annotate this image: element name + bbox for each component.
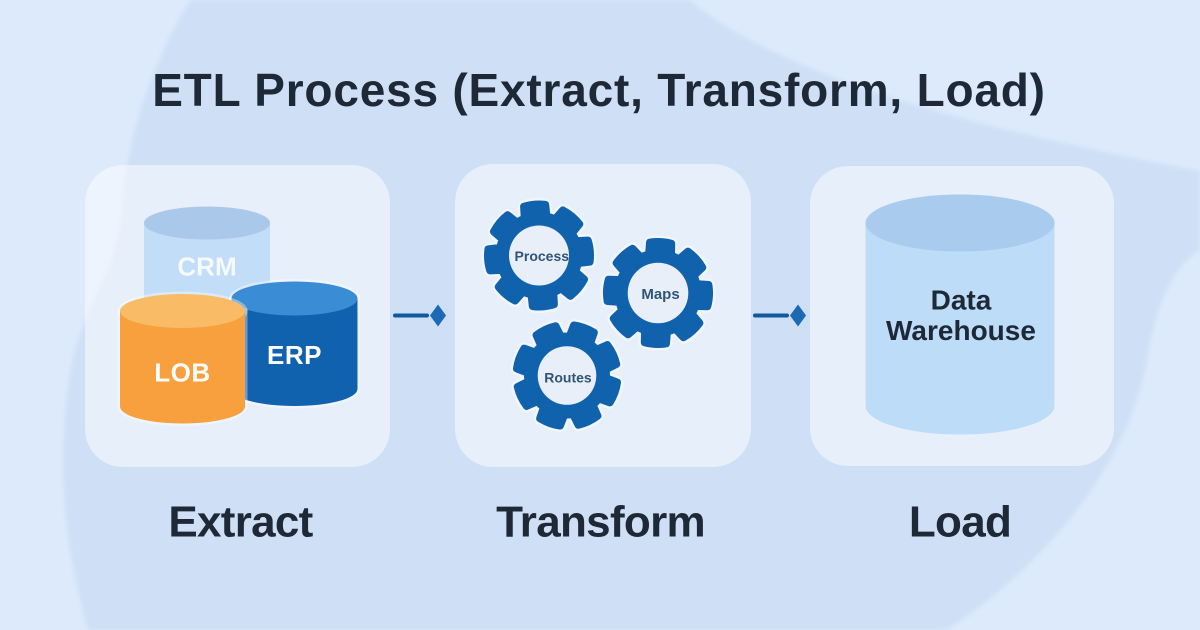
svg-text:Routes: Routes xyxy=(544,370,592,386)
svg-text:Warehouse: Warehouse xyxy=(886,315,1036,346)
svg-text:Extract: Extract xyxy=(168,498,313,547)
svg-text:ERP: ERP xyxy=(267,340,322,370)
svg-text:LOB: LOB xyxy=(154,358,210,388)
svg-text:CRM: CRM xyxy=(177,252,236,282)
svg-text:Data: Data xyxy=(931,285,992,316)
svg-text:Load: Load xyxy=(909,498,1011,547)
svg-text:Maps: Maps xyxy=(641,286,679,303)
svg-text:ETL Process (Extract, Transfor: ETL Process (Extract, Transform, Load) xyxy=(152,64,1046,116)
svg-text:Transform: Transform xyxy=(496,498,705,547)
svg-text:Process: Process xyxy=(515,248,570,264)
